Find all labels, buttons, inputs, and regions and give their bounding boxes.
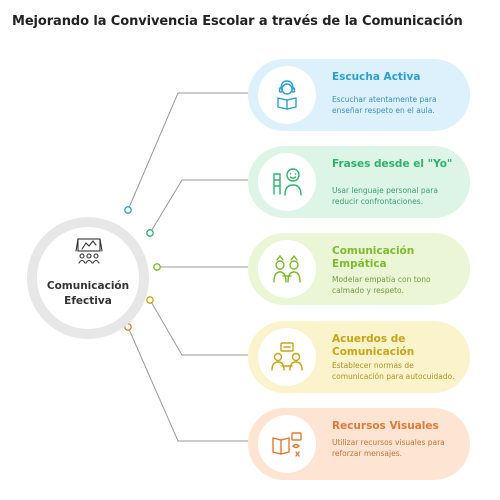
- connector-dot-3: [153, 263, 161, 271]
- connector-dot-2: [146, 229, 154, 237]
- icon-disc: [258, 328, 316, 386]
- connector-line-1: [127, 92, 248, 211]
- icon-disc: [258, 153, 316, 211]
- icon-disc: [258, 66, 316, 124]
- card-description: Escuchar atentamente para enseñar respet…: [332, 95, 437, 115]
- icon-disc: [258, 240, 316, 298]
- card-title: Recursos Visuales: [332, 420, 439, 432]
- card-comunicacion-empatica: Comunicación Empática Modelar empatía co…: [248, 233, 470, 305]
- agreement-people-icon: [271, 342, 303, 371]
- card-title: Comunicación Empática: [332, 245, 415, 270]
- card-title: Frases desde el "Yo": [332, 158, 453, 170]
- presentation-icon: [75, 238, 103, 264]
- two-people-icon: [273, 254, 301, 283]
- connector-line-4: [149, 299, 248, 356]
- card-acuerdos: Acuerdos de Comunicación Establecer norm…: [248, 321, 470, 393]
- connector-line-2: [149, 179, 248, 234]
- card-title: Escucha Activa: [332, 71, 421, 83]
- listening-student-icon: [277, 80, 297, 110]
- card-description: Modelar empatía con tono calmado y respe…: [332, 275, 431, 295]
- connector-dot-1: [124, 206, 132, 214]
- card-recursos-visuales: Recursos Visuales Utilizar recursos visu…: [248, 408, 470, 480]
- card-escucha-activa: Escucha Activa Escuchar atentamente para…: [248, 59, 470, 131]
- hub-circle: Comunicación Efectiva: [27, 217, 149, 339]
- page-title: Mejorando la Convivencia Escolar a travé…: [12, 14, 463, 29]
- connector-dot-4: [146, 296, 154, 304]
- card-description: Usar lenguaje personal para reducir conf…: [332, 186, 438, 206]
- card-description: Establecer normas de comunicación para a…: [332, 361, 455, 381]
- card-frases-yo: Frases desde el "Yo" Usar lenguaje perso…: [248, 146, 470, 218]
- connector-line-5: [127, 326, 248, 442]
- speaking-person-icon: [273, 168, 302, 196]
- visual-resources-icon: [272, 432, 302, 457]
- card-title: Acuerdos de Comunicación: [332, 333, 415, 358]
- card-description: Utilizar recursos visuales para reforzar…: [332, 438, 445, 458]
- hub-label: Comunicación Efectiva: [46, 280, 130, 307]
- icon-disc: [258, 415, 316, 473]
